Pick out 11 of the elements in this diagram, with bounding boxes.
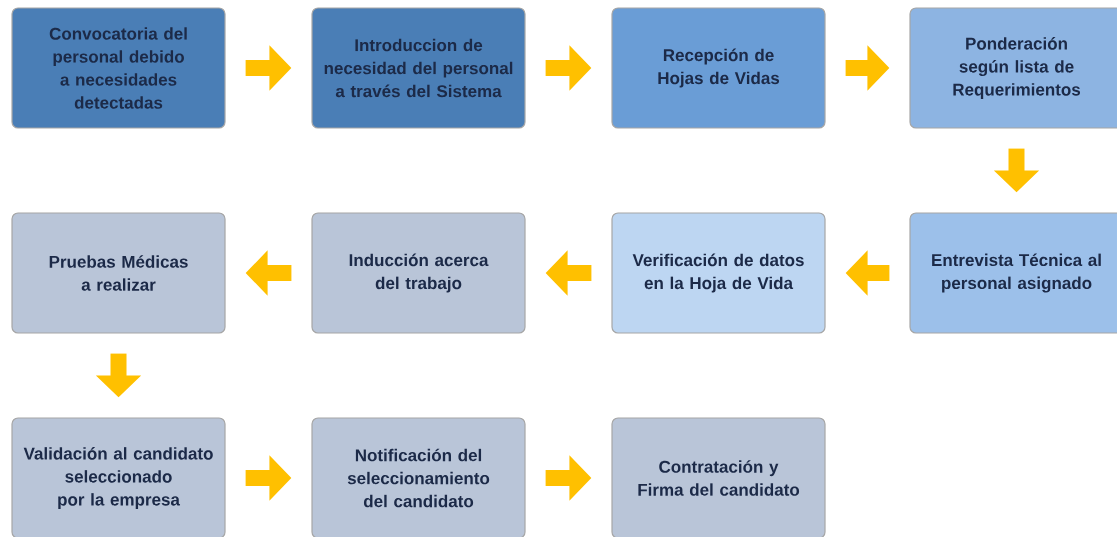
process-box: Validación al candidato seleccionado por la empresa: [11, 417, 226, 537]
process-box: Introduccion de necesidad del personal a través del Sistema: [311, 7, 526, 129]
process-box: Notificación del seleccionamiento del candidato: [311, 417, 526, 537]
process-box: Pruebas Médicas a realizar: [11, 212, 226, 334]
process-box: Inducción acerca del trabajo: [311, 212, 526, 334]
process-box: Entrevista Técnica al personal asignado: [909, 212, 1117, 334]
process-box: Recepción de Hojas de Vidas: [611, 7, 826, 129]
process-box: Verificación de datos en la Hoja de Vida: [611, 212, 826, 334]
process-box: Ponderación según lista de Requerimientos: [909, 7, 1117, 129]
process-box: Convocatoria del personal debido a necesidades detectadas: [11, 7, 226, 129]
process-box: Contratación y Firma del candidato: [611, 417, 826, 537]
